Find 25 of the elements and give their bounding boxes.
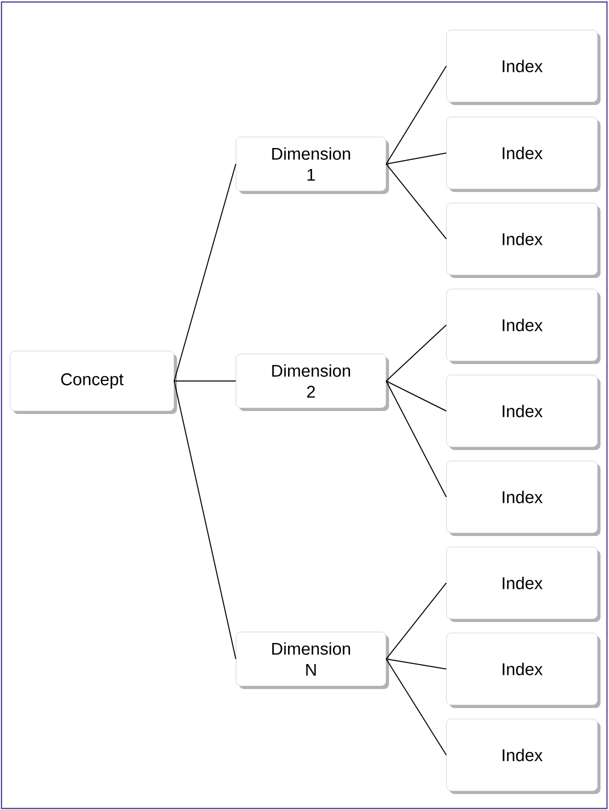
- connector-line: [174, 380, 236, 382]
- connector-line: [386, 658, 447, 670]
- index-box: Index: [446, 632, 600, 708]
- connector-line: [386, 164, 447, 240]
- index-box: Index: [446, 718, 600, 794]
- connector-line: [386, 582, 447, 660]
- connector-line: [386, 380, 447, 498]
- connector-line: [386, 324, 447, 382]
- connector-line: [174, 164, 236, 382]
- index-box: Index: [446, 288, 600, 364]
- dimension-box: Dimension 1: [236, 136, 389, 194]
- connector-line: [386, 380, 447, 412]
- index-box: Index: [446, 202, 600, 278]
- connector-line: [386, 152, 447, 164]
- index-box: Index: [446, 30, 600, 105]
- index-box: Index: [446, 546, 600, 622]
- index-box: Index: [446, 374, 600, 450]
- connector-line: [386, 658, 447, 756]
- dimension-box: Dimension N: [236, 632, 389, 689]
- connector-line: [386, 66, 447, 164]
- connector-line: [174, 380, 236, 660]
- index-box: Index: [446, 460, 600, 536]
- concept-box: Concept: [10, 350, 177, 414]
- dimension-box: Dimension 2: [236, 354, 389, 411]
- index-box: Index: [446, 116, 600, 192]
